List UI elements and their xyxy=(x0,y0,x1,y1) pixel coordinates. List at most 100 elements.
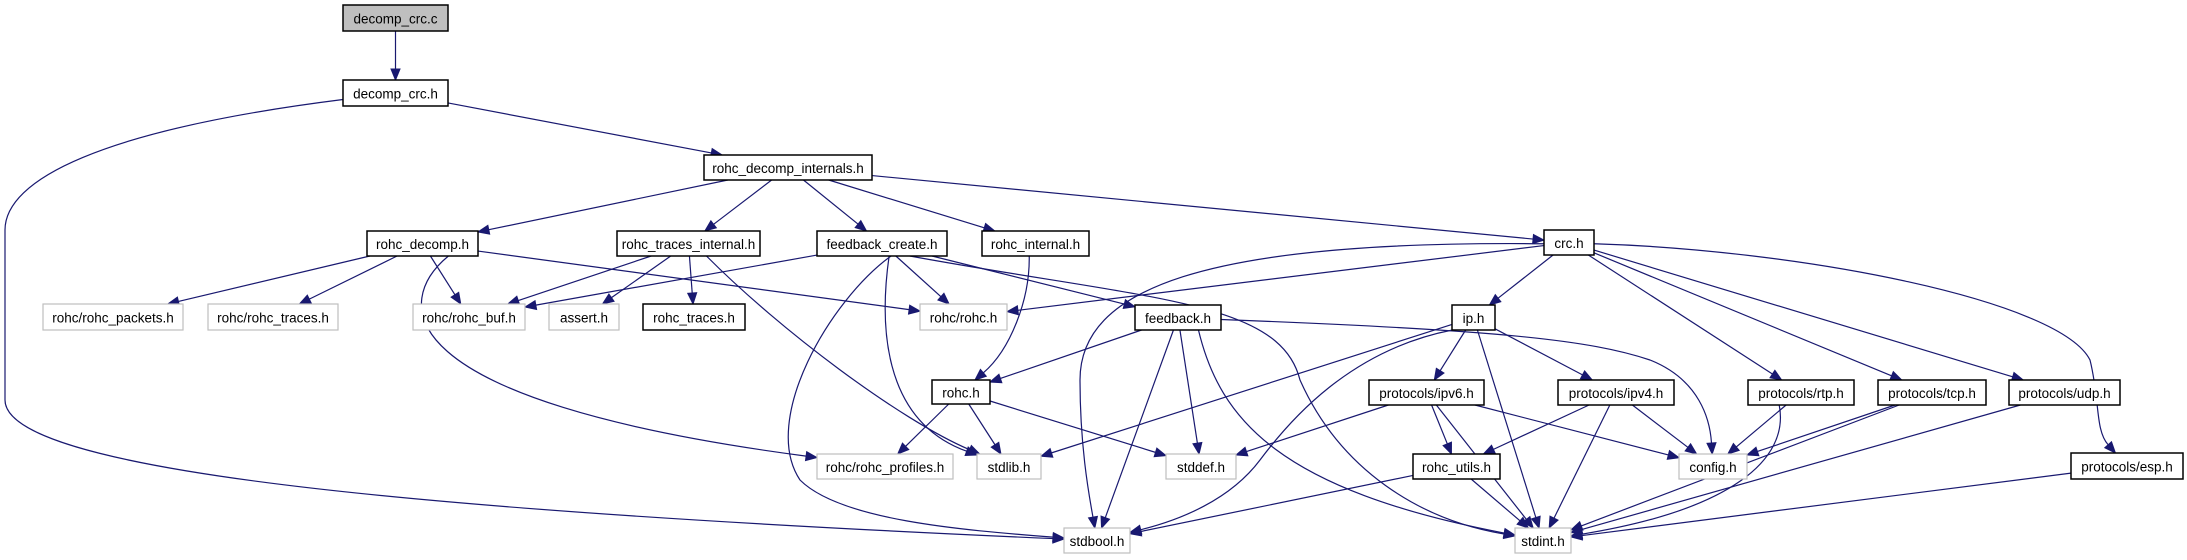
edge-feedback-h-to-config-h xyxy=(1220,318,1717,456)
arrowhead-icon xyxy=(1684,442,1698,455)
edge-line xyxy=(895,255,942,298)
edge-feedback-create-h-to-stdbool-h xyxy=(787,255,1066,543)
node-protocols-rtp-h[interactable]: protocols/rtp.h xyxy=(1747,379,1855,406)
arrowhead-icon xyxy=(1153,447,1168,458)
node-box xyxy=(1747,379,1855,406)
edge-crc-h-to-stdbool-h xyxy=(1079,242,1545,530)
edges-layer xyxy=(4,31,2117,544)
arrowhead-icon xyxy=(1488,293,1502,306)
edge-line xyxy=(611,255,672,299)
node-decomp-crc-h[interactable]: decomp_crc.h xyxy=(342,79,449,107)
node-rohc-decomp-h[interactable]: rohc_decomp.h xyxy=(366,230,479,257)
node-label: rohc.h xyxy=(942,386,980,401)
arrowhead-icon xyxy=(1548,515,1559,530)
node-protocols-udp-h[interactable]: protocols/udp.h xyxy=(2008,379,2121,406)
node-rohc-utils-h[interactable]: rohc_utils.h xyxy=(1412,453,1501,480)
edge-line xyxy=(989,400,1156,453)
node-label: protocols/esp.h xyxy=(2081,460,2173,475)
edge-decomp-crc-h-to-rohc-decomp-internals-h xyxy=(447,102,724,159)
arrowhead-icon xyxy=(1442,441,1452,456)
edge-rohc-traces-internal-h-to-stdlib-h xyxy=(706,255,981,455)
node-label: protocols/tcp.h xyxy=(1888,386,1976,401)
node-rohc-traces-h[interactable]: rohc_traces.h xyxy=(642,303,746,331)
node-box xyxy=(1678,453,1748,480)
node-box xyxy=(1412,453,1501,480)
node-box xyxy=(1134,304,1222,331)
node-protocols-tcp-h[interactable]: protocols/tcp.h xyxy=(1877,379,1987,406)
edge-rohc-decomp-h-to-rohc-rohc-traces-h xyxy=(298,255,398,305)
arrowhead-icon xyxy=(1039,447,1054,458)
node-box xyxy=(642,303,746,331)
node-label: stdbool.h xyxy=(1070,534,1125,549)
node-crc-h[interactable]: crc.h xyxy=(1543,229,1595,256)
arrowhead-icon xyxy=(1052,531,1066,543)
node-box xyxy=(703,154,873,181)
node-rohc-decomp-internals-h[interactable]: rohc_decomp_internals.h xyxy=(703,154,873,181)
node-feedback-h[interactable]: feedback.h xyxy=(1134,304,1222,331)
node-stdbool-h: stdbool.h xyxy=(1063,527,1131,554)
edge-line xyxy=(1581,404,2021,531)
arrowhead-icon xyxy=(1745,446,1760,457)
node-box xyxy=(616,230,761,257)
node-label: protocols/ipv6.h xyxy=(1379,386,1474,401)
edge-rohc-decomp-internals-h-to-rohc-decomp-h xyxy=(476,179,729,235)
edge-line xyxy=(1017,244,1545,311)
edge-line xyxy=(1140,474,1414,533)
node-box xyxy=(976,453,1042,480)
edge-line xyxy=(518,255,652,302)
edge-rohc-decomp-internals-h-to-feedback-create-h xyxy=(803,179,868,232)
node-protocols-ipv4-h[interactable]: protocols/ipv4.h xyxy=(1557,379,1675,406)
edge-line xyxy=(1246,404,1389,453)
node-label: rohc_internal.h xyxy=(991,237,1080,252)
edge-line xyxy=(713,179,772,225)
edge-ip-h-to-protocols-ipv6-h xyxy=(1433,329,1467,382)
edge-feedback-create-h-to-stdlib-h xyxy=(884,255,979,456)
node-label: stdlib.h xyxy=(988,460,1031,475)
node-rohc-traces-internal-h[interactable]: rohc_traces_internal.h xyxy=(616,230,761,257)
node-label: rohc/rohc_buf.h xyxy=(422,311,516,326)
arrowhead-icon xyxy=(476,224,491,235)
edge-rohc-h-to-stdlib-h xyxy=(968,403,1002,456)
node-feedback-create-h[interactable]: feedback_create.h xyxy=(816,230,948,257)
arrowhead-icon xyxy=(1666,449,1681,460)
edge-line xyxy=(309,255,398,300)
node-rohc-rohc-traces-h: rohc/rohc_traces.h xyxy=(207,303,339,331)
node-assert-h: assert.h xyxy=(548,303,620,331)
node-protocols-ipv6-h[interactable]: protocols/ipv6.h xyxy=(1368,379,1485,406)
node-rohc-internal-h[interactable]: rohc_internal.h xyxy=(981,230,1090,257)
arrowhead-icon xyxy=(601,293,615,305)
edge-rohc-internal-h-to-rohc-h xyxy=(973,255,1030,381)
node-label: stddef.h xyxy=(1177,460,1225,475)
arrowhead-icon xyxy=(896,442,910,455)
node-label: config.h xyxy=(1689,460,1736,475)
arrowhead-icon xyxy=(1128,526,1143,537)
edge-line xyxy=(488,179,729,231)
arrowhead-icon xyxy=(390,68,401,82)
node-rohc-h[interactable]: rohc.h xyxy=(931,379,991,405)
node-decomp-crc-c[interactable]: decomp_crc.c xyxy=(342,4,449,32)
edge-ip-h-to-protocols-ipv4-h xyxy=(1494,328,1594,381)
arrowhead-icon xyxy=(854,219,868,232)
arrowhead-icon xyxy=(1530,515,1541,530)
node-stdint-h: stdint.h xyxy=(1514,527,1572,554)
node-label: rohc_decomp_internals.h xyxy=(712,161,864,176)
node-label: protocols/rtp.h xyxy=(1758,386,1844,401)
edge-line xyxy=(905,403,950,447)
node-label: decomp_crc.h xyxy=(353,87,438,102)
edge-protocols-udp-h-to-stdint-h xyxy=(1569,404,2021,535)
node-box xyxy=(1877,379,1987,406)
arrowhead-icon xyxy=(1234,446,1249,457)
node-box xyxy=(1557,379,1675,406)
edge-protocols-ipv6-h-to-stddef-h xyxy=(1234,404,1389,457)
arrowhead-icon xyxy=(523,299,538,311)
node-protocols-esp-h[interactable]: protocols/esp.h xyxy=(2070,452,2184,480)
edge-line xyxy=(420,255,807,457)
node-label: feedback_create.h xyxy=(826,237,937,252)
edge-line xyxy=(1051,323,1453,454)
node-box xyxy=(981,230,1090,257)
node-ip-h[interactable]: ip.h xyxy=(1451,304,1496,331)
edge-line xyxy=(1104,329,1175,518)
node-box xyxy=(2070,452,2184,480)
arrowhead-icon xyxy=(1726,442,1741,455)
arrowhead-icon xyxy=(1087,515,1099,530)
